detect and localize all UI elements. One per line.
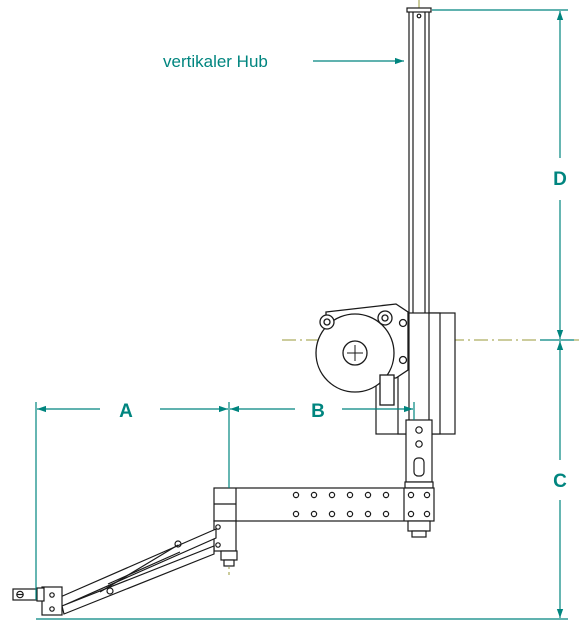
stroke-callout: vertikaler Hub [163, 52, 404, 71]
dimension-label-b: B [311, 401, 325, 422]
drive-motor [315, 303, 409, 406]
arm-beam [213, 487, 435, 522]
arm-end-nut [407, 520, 431, 532]
motor-foot [379, 374, 395, 406]
dimension-a-b [35, 402, 415, 600]
arm-pivot [213, 520, 238, 567]
lower-arm-linkage [41, 528, 217, 616]
tool-holder [12, 587, 45, 602]
mast-top-cap [406, 7, 432, 13]
slider-block [404, 419, 434, 489]
horizontal-arm [213, 487, 435, 538]
arm-bolts-upper [292, 491, 431, 499]
bolt-icon [398, 355, 408, 365]
dimension-c-d [36, 9, 574, 620]
callout-label: vertikaler Hub [163, 52, 268, 71]
arm-bolts-lower [292, 510, 431, 518]
dimension-label-c: C [553, 471, 567, 492]
dimension-label-d: D [553, 169, 567, 190]
bolt-icon [398, 318, 408, 328]
dimension-label-a: A [119, 401, 133, 422]
